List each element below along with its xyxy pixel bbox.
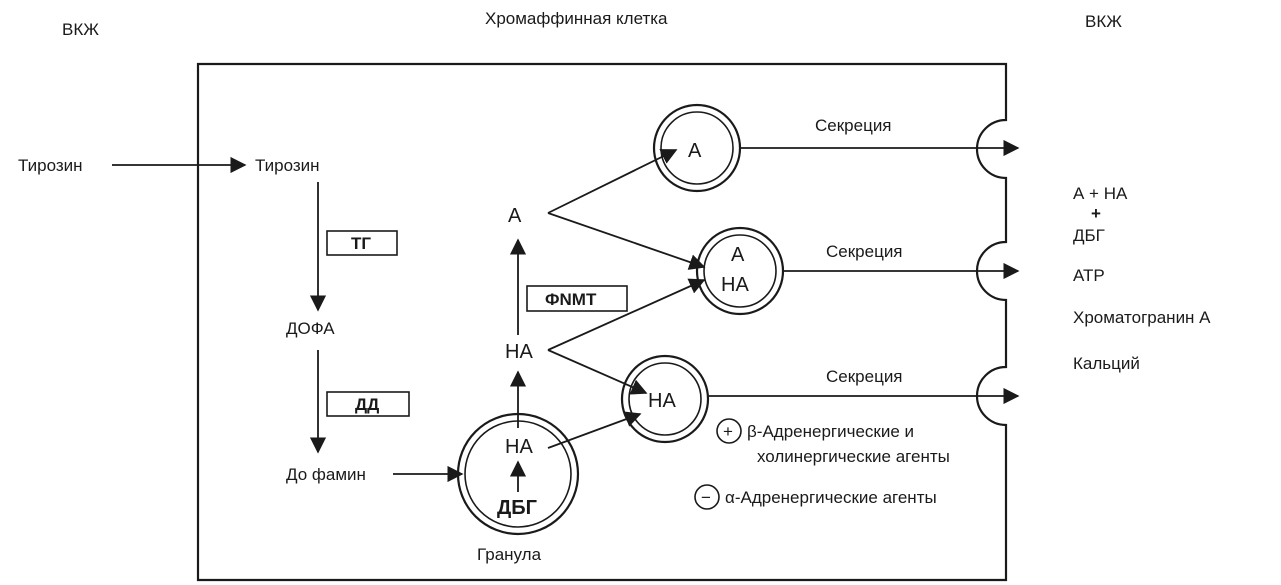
granule-to-vesicle3-arrow bbox=[547, 411, 642, 449]
beta-agents-line1: β-Адренергические и bbox=[747, 422, 914, 441]
enzyme-dd: ДД bbox=[355, 395, 379, 414]
alpha-agents: α-Адренергические агенты bbox=[725, 488, 937, 507]
dopamine: До фамин bbox=[286, 465, 366, 484]
vesicle3-na: НА bbox=[648, 390, 676, 412]
a-to-vesicle2-arrow bbox=[547, 212, 706, 270]
na-to-vesicle2-arrow bbox=[547, 278, 706, 351]
cell-title: Хромаффинная клетка bbox=[485, 9, 668, 28]
secretion-1: Секреция bbox=[815, 116, 892, 135]
a-top: А bbox=[508, 205, 522, 227]
minus-circle-icon bbox=[694, 484, 720, 510]
granule-dbh: ДБГ bbox=[497, 497, 537, 519]
product-a-na: А + НА bbox=[1073, 184, 1128, 203]
secretion-2: Секреция bbox=[826, 242, 903, 261]
product-plus: + bbox=[1091, 204, 1101, 223]
plus-circle-icon bbox=[716, 418, 742, 444]
secretion-3: Секреция bbox=[826, 367, 903, 386]
granule-na: НА bbox=[505, 436, 533, 458]
enzyme-th-box bbox=[326, 230, 398, 256]
a-to-vesicle1-arrow bbox=[547, 149, 678, 214]
ecf-left-label: ВКЖ bbox=[62, 20, 99, 39]
na-mid: НА bbox=[505, 341, 533, 363]
enzyme-pnmt: ФNMT bbox=[545, 290, 597, 309]
product-atp: АТР bbox=[1073, 266, 1105, 285]
vesicle-na bbox=[620, 354, 710, 444]
product-chromogranin: Хроматогранин А bbox=[1073, 308, 1211, 327]
regulation-plus: + bbox=[723, 422, 733, 441]
granule-label: Гранула bbox=[477, 545, 542, 564]
tyrosine-inside: Тирозин bbox=[255, 156, 320, 175]
cell-membrane bbox=[196, 62, 1008, 582]
na-to-vesicle3-arrow bbox=[547, 349, 648, 395]
product-calcium: Кальций bbox=[1073, 354, 1140, 373]
enzyme-dd-box bbox=[326, 391, 410, 417]
vesicle-a-na bbox=[695, 226, 785, 316]
enzyme-pnmt-box bbox=[526, 285, 628, 312]
vesicle1-a: А bbox=[688, 140, 702, 162]
tyrosine-outside: Тирозин bbox=[18, 156, 83, 175]
regulation-minus: − bbox=[701, 488, 711, 507]
dopa: ДОФА bbox=[286, 319, 335, 338]
ecf-right-label: ВКЖ bbox=[1085, 12, 1122, 31]
vesicle2-na: НА bbox=[721, 274, 749, 296]
enzyme-th: ТГ bbox=[351, 234, 371, 253]
product-dbh: ДБГ bbox=[1073, 226, 1105, 245]
beta-agents-line2: холинергические агенты bbox=[757, 447, 950, 466]
vesicle2-a: А bbox=[731, 244, 745, 266]
